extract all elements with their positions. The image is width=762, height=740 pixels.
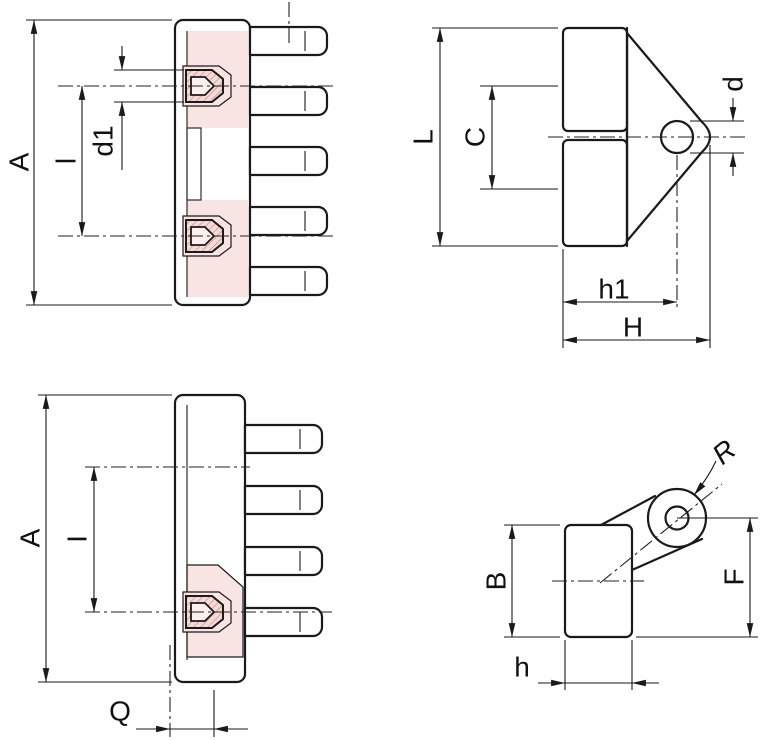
lug-edge-upper (599, 494, 657, 527)
dim-label-F: F (719, 568, 750, 585)
dimension-B: B (481, 524, 560, 638)
dimension-Q: Q (109, 645, 248, 737)
dim-label-I: I (62, 535, 93, 543)
dim-label-d1: d1 (88, 125, 119, 156)
centerlines (85, 466, 332, 613)
dim-label-R: R (706, 434, 741, 471)
set-screw (182, 591, 232, 633)
dim-label-A-bottom: A (15, 528, 46, 547)
radius-callout-R: R (693, 434, 742, 496)
comb-teeth (243, 423, 324, 638)
dim-label-A-top: A (4, 152, 35, 171)
front-view-bottom: R B F h (481, 434, 758, 690)
dimension-I: I (62, 466, 98, 613)
comb-tooth (248, 265, 329, 297)
set-screw-bottom (182, 215, 232, 257)
dimension-d: d (690, 76, 749, 176)
comb-tooth (243, 423, 324, 455)
dimension-F: F (636, 517, 758, 638)
center-slot (186, 127, 202, 201)
comb-tooth (248, 205, 329, 237)
dim-label-l: l (51, 158, 82, 164)
dim-label-Q: Q (109, 696, 131, 727)
leader-line (693, 460, 717, 496)
dim-label-C: C (460, 127, 491, 147)
dim-label-L: L (408, 129, 439, 145)
side-view-top: A l d1 (4, 2, 334, 307)
dimension-H: H (562, 145, 711, 348)
dim-label-B: B (481, 572, 512, 591)
comb-tooth (243, 545, 324, 577)
dimension-L: L (408, 27, 558, 247)
comb-teeth (248, 25, 329, 297)
dim-label-H: H (623, 312, 643, 343)
dimension-A-bottom: A (15, 394, 172, 683)
centerlines (548, 136, 748, 310)
centerlines (58, 2, 334, 237)
dimension-h: h (514, 640, 659, 690)
dimension-l: l (51, 85, 86, 237)
dimension-d1: d1 (88, 46, 184, 170)
dim-label-d: d (718, 76, 749, 92)
comb-tooth (243, 606, 324, 638)
dimension-C: C (460, 85, 558, 190)
side-view-bottom: A I Q (15, 393, 332, 737)
front-view-top: L C d h1 H (408, 26, 749, 348)
upper-knuckle (561, 26, 629, 133)
comb-tooth (248, 145, 329, 177)
dimension-h1: h1 (562, 249, 678, 348)
lower-knuckle (561, 138, 629, 248)
centerlines (552, 483, 723, 584)
comb-tooth (243, 484, 324, 516)
dim-label-h: h (514, 652, 530, 683)
dim-label-h1: h1 (598, 274, 629, 305)
dimension-A-top: A (4, 19, 172, 306)
comb-tooth (248, 85, 329, 117)
